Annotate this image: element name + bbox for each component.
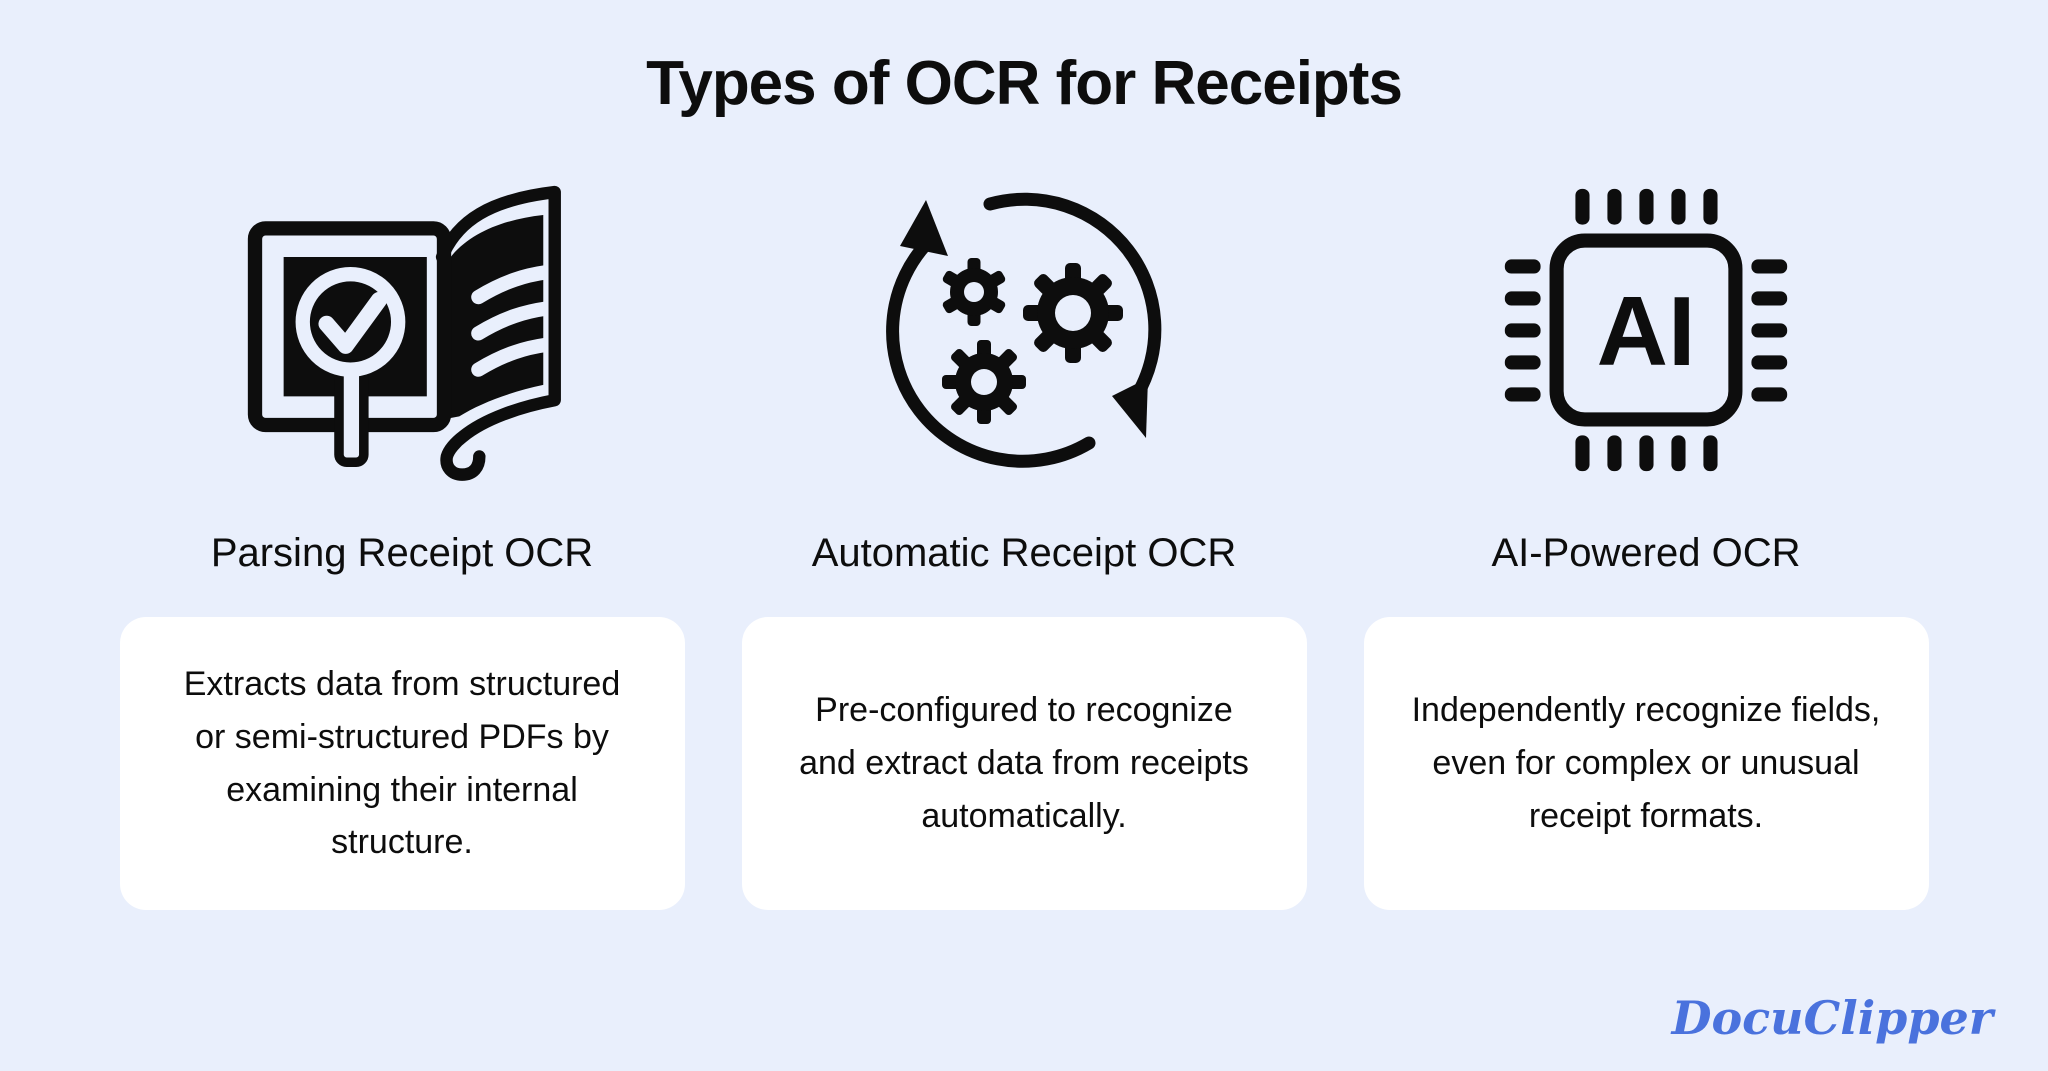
svg-text:AI: AI	[1597, 276, 1696, 386]
icon-box: AI	[1486, 171, 1806, 489]
description-card: Extracts data from structured or semi-st…	[119, 617, 685, 910]
docuclipper-logo: DocuClipper	[1671, 991, 1993, 1045]
ocr-type-label: Automatic Receipt OCR	[811, 531, 1237, 575]
ocr-types-row: Parsing Receipt OCR Extracts data from s…	[0, 171, 2048, 910]
description-text: Extracts data from structured or semi-st…	[183, 665, 621, 862]
icon-box	[874, 171, 1174, 489]
book-magnifier-check-icon	[247, 185, 561, 481]
description-text: Independently recognize fields, even for…	[1411, 691, 1881, 835]
description-text: Pre-configured to recognize and extract …	[799, 691, 1249, 835]
column-parsing-receipt-ocr: Parsing Receipt OCR Extracts data from s…	[119, 171, 685, 910]
column-automatic-receipt-ocr: Automatic Receipt OCR Pre-configured to …	[741, 171, 1307, 910]
icon-box	[237, 171, 567, 489]
column-ai-powered-ocr: AI	[1363, 171, 1929, 910]
page-title: Types of OCR for Receipts	[646, 49, 1403, 118]
ai-chip-icon: AI	[1504, 188, 1788, 472]
gears-cycle-icon	[886, 192, 1162, 468]
ocr-type-label: Parsing Receipt OCR	[210, 531, 594, 575]
description-card: Independently recognize fields, even for…	[1363, 617, 1929, 910]
ocr-type-label: AI-Powered OCR	[1491, 531, 1801, 575]
description-card: Pre-configured to recognize and extract …	[741, 617, 1307, 910]
